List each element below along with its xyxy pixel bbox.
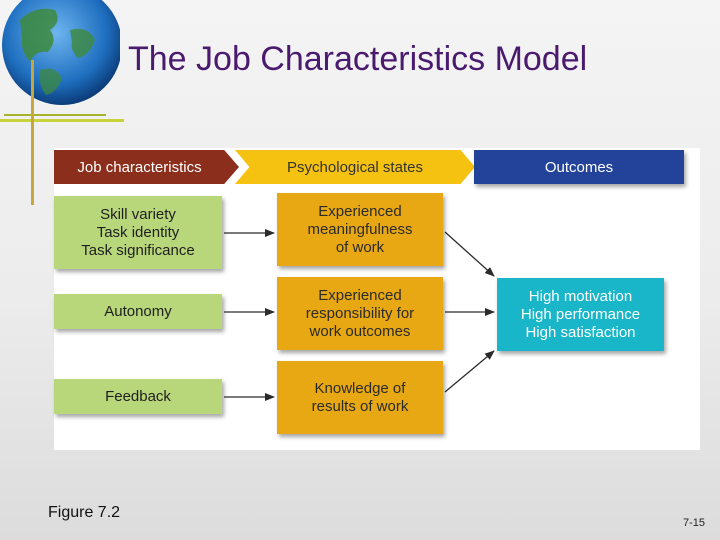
state-box-responsibility: Experienced responsibility for work outc… (277, 277, 443, 350)
state-box-knowledge: Knowledge of results of work (277, 361, 443, 434)
arrow-state-to-outcome-3 (444, 350, 495, 393)
decorative-line (0, 119, 124, 122)
state-box-meaningfulness: Experienced meaningfulness of work (277, 193, 443, 266)
slide-title: The Job Characteristics Model (128, 40, 588, 78)
outcome-box: High motivation High performance High sa… (497, 278, 664, 351)
characteristic-box-feedback: Feedback (54, 379, 222, 414)
header-outcomes: Outcomes (474, 150, 684, 184)
figure-label: Figure 7.2 (48, 504, 121, 521)
characteristic-box-skill-task: Skill variety Task identity Task signifi… (54, 196, 222, 269)
decorative-line (31, 60, 34, 205)
arrow-state-to-outcome-1 (444, 231, 495, 277)
header-psychological-states: Psychological states (235, 150, 475, 184)
page-number: 7-15 (683, 517, 706, 529)
decorative-line (4, 114, 106, 116)
characteristic-box-autonomy: Autonomy (54, 294, 222, 329)
header-job-characteristics: Job characteristics (54, 150, 239, 184)
